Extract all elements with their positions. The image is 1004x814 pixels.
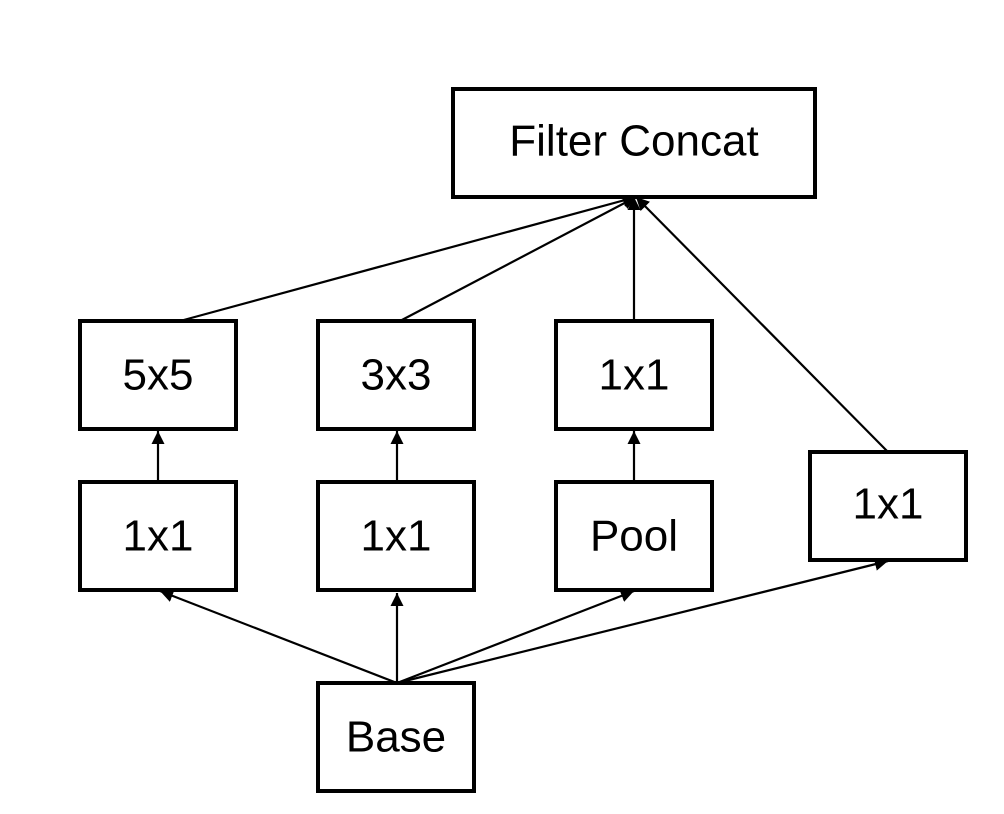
- node-reduce-1x1-for-3x3: 1x1: [316, 480, 476, 592]
- edges-layer: [151, 194, 889, 685]
- node-conv-3x3: 3x3: [316, 319, 476, 431]
- node-base-label: Base: [346, 713, 446, 762]
- node-conv-1x1-direct-label: 1x1: [853, 480, 924, 529]
- node-reduce-1x1-for-5x5-label: 1x1: [123, 512, 194, 561]
- node-conv-1x1-after-pool: 1x1: [554, 319, 714, 431]
- node-conv-1x1-after-pool-label: 1x1: [599, 351, 670, 400]
- node-base: Base: [316, 681, 476, 793]
- edge-base-to-direct-1x1: [396, 557, 889, 685]
- node-filter-concat-label: Filter Concat: [509, 117, 758, 166]
- node-conv-5x5: 5x5: [78, 319, 238, 431]
- node-conv-3x3-label: 3x3: [361, 351, 432, 400]
- node-filter-concat-box: [451, 87, 817, 199]
- node-reduce-1x1-for-3x3-label: 1x1: [361, 512, 432, 561]
- node-pool: Pool: [554, 480, 714, 592]
- edge-5x5-to-concat: [179, 194, 637, 323]
- nodes-layer: Filter Concat 5x5 3x3 1x1 1x1 1x1 Pool: [78, 87, 968, 793]
- node-conv-1x1-direct-box: [808, 450, 968, 562]
- node-conv-5x5-box: [78, 319, 238, 431]
- node-reduce-1x1-for-5x5-box: [78, 480, 238, 592]
- edge-base-to-pool: [396, 589, 635, 685]
- node-conv-1x1-direct: 1x1: [808, 450, 968, 562]
- node-filter-concat: Filter Concat: [451, 87, 817, 199]
- node-reduce-1x1-for-5x5: 1x1: [78, 480, 238, 592]
- node-base-box: [316, 681, 476, 793]
- node-pool-label: Pool: [590, 512, 678, 561]
- node-conv-3x3-box: [316, 319, 476, 431]
- node-conv-1x1-after-pool-box: [554, 319, 714, 431]
- node-conv-5x5-label: 5x5: [123, 351, 194, 400]
- edge-3x3-to-concat: [399, 196, 637, 322]
- node-reduce-1x1-for-3x3-box: [316, 480, 476, 592]
- node-pool-box: [554, 480, 714, 592]
- edge-base-to-reduce-5x5: [159, 589, 398, 685]
- edge-direct-1x1-to-concat: [635, 196, 889, 453]
